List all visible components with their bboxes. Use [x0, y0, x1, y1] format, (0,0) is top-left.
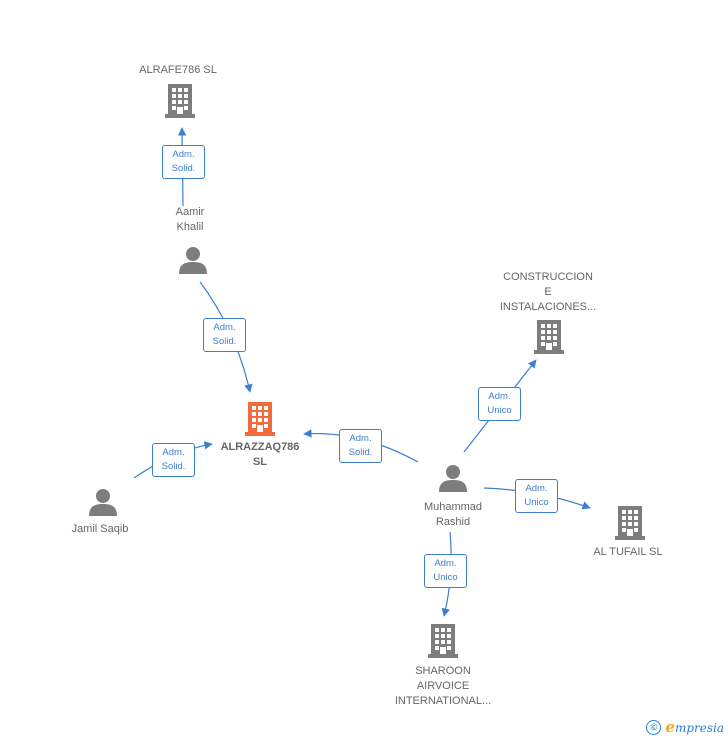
- brand-logo[interactable]: empresia: [665, 718, 724, 736]
- edge-label-muhammad-altufail[interactable]: Adm. Unico: [515, 479, 558, 513]
- edge-label-aamir-alrafe[interactable]: Adm. Solid.: [162, 145, 205, 179]
- node-label-construccion[interactable]: CONSTRUCCION E INSTALACIONES...: [499, 271, 597, 313]
- building-icon[interactable]: [165, 84, 195, 118]
- edge-label-aamir-alrazzaq[interactable]: Adm. Solid.: [203, 318, 246, 352]
- node-label-sharoon[interactable]: SHAROON AIRVOICE INTERNATIONAL...: [394, 665, 492, 707]
- edges: [133, 127, 591, 617]
- copyright-icon: ©: [646, 719, 662, 735]
- brand-initial: e: [665, 718, 675, 736]
- node-label-aamir[interactable]: Aamir Khalil: [175, 206, 205, 233]
- node-label-jamil[interactable]: Jamil Saqib: [71, 523, 129, 535]
- edge-label-muhammad-construccion[interactable]: Adm. Unico: [478, 387, 521, 421]
- person-icon[interactable]: [89, 489, 117, 516]
- building-icon[interactable]: [615, 506, 645, 540]
- building-icon[interactable]: [534, 320, 564, 354]
- brand-rest: mpresia: [674, 721, 724, 735]
- node-label-alrafe[interactable]: ALRAFE786 SL: [139, 64, 217, 76]
- building-icon[interactable]: [245, 402, 275, 436]
- person-icon[interactable]: [439, 465, 467, 492]
- node-label-alrazzaq[interactable]: ALRAZZAQ786 SL: [220, 441, 300, 468]
- person-icon[interactable]: [179, 247, 207, 274]
- edge-label-muhammad-alrazzaq[interactable]: Adm. Solid.: [339, 429, 382, 463]
- node-label-muhammad[interactable]: Muhammad Rashid: [423, 501, 483, 528]
- building-icon[interactable]: [428, 624, 458, 658]
- edge-label-muhammad-sharoon[interactable]: Adm. Unico: [424, 554, 467, 588]
- edge-label-jamil-alrazzaq[interactable]: Adm. Solid.: [152, 443, 195, 477]
- node-label-altufail[interactable]: AL TUFAIL SL: [593, 546, 663, 558]
- footer-brand: © empresia: [646, 718, 724, 736]
